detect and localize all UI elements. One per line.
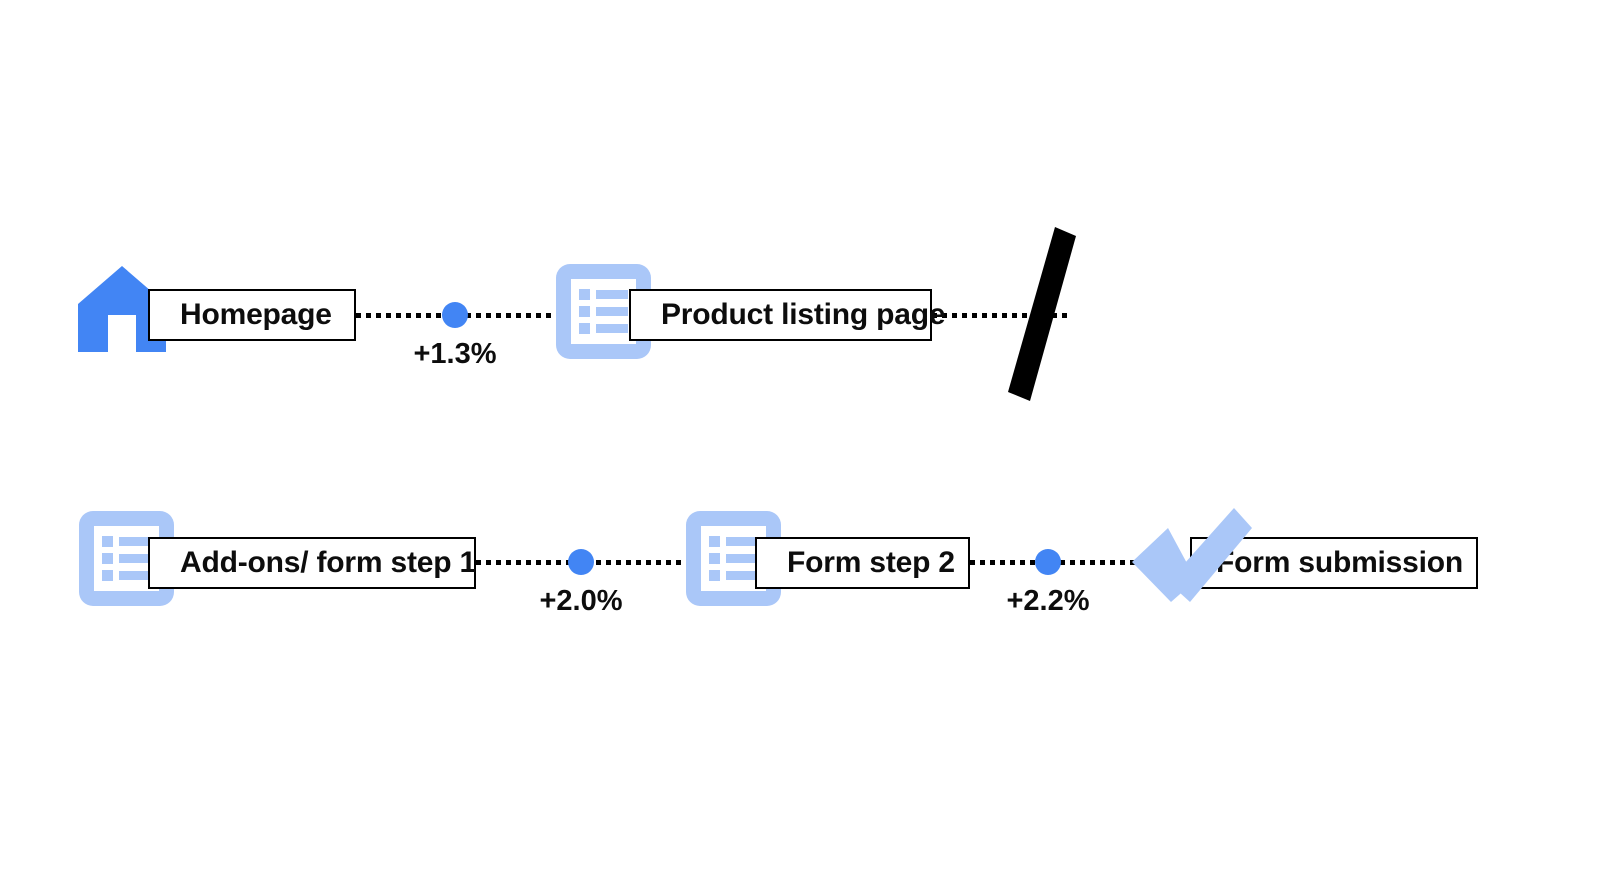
metric-dot-uplift-1 [442,302,468,328]
list-document-icon [556,264,651,359]
check-mark-icon [1124,506,1254,616]
node-form-step-2[interactable]: Form step 2 [755,537,970,589]
house-icon [76,263,168,355]
node-add-ons-form-step-1[interactable]: Add-ons/ form step 1 [148,537,476,589]
node-label-product-listing-page: Product listing page [661,298,946,331]
connector-product-listing-to-break [932,313,1067,318]
node-product-listing-page[interactable]: Product listing page [629,289,946,341]
metric-dot-uplift-3 [1035,549,1061,575]
metric-label-uplift-1: +1.3% [413,338,497,370]
node-label-homepage: Homepage [180,298,332,331]
node-label-form-step-2: Form step 2 [787,546,955,579]
connector-homepage-to-product-listing [356,313,629,318]
node-homepage[interactable]: Homepage [148,289,356,341]
node-label-add-ons-form-step-1: Add-ons/ form step 1 [180,546,477,579]
connector-form-step-2-to-submission [970,560,1195,565]
diagonal-slash-icon [998,224,1088,404]
node-label-form-submission: Form submission [1216,546,1464,579]
node-form-submission[interactable]: Form submission [1190,537,1478,589]
connector-addons-to-form-step-2 [476,560,755,565]
metric-label-uplift-2: +2.0% [539,585,623,617]
metric-dot-uplift-2 [568,549,594,575]
metric-label-uplift-3: +2.2% [1006,585,1090,617]
